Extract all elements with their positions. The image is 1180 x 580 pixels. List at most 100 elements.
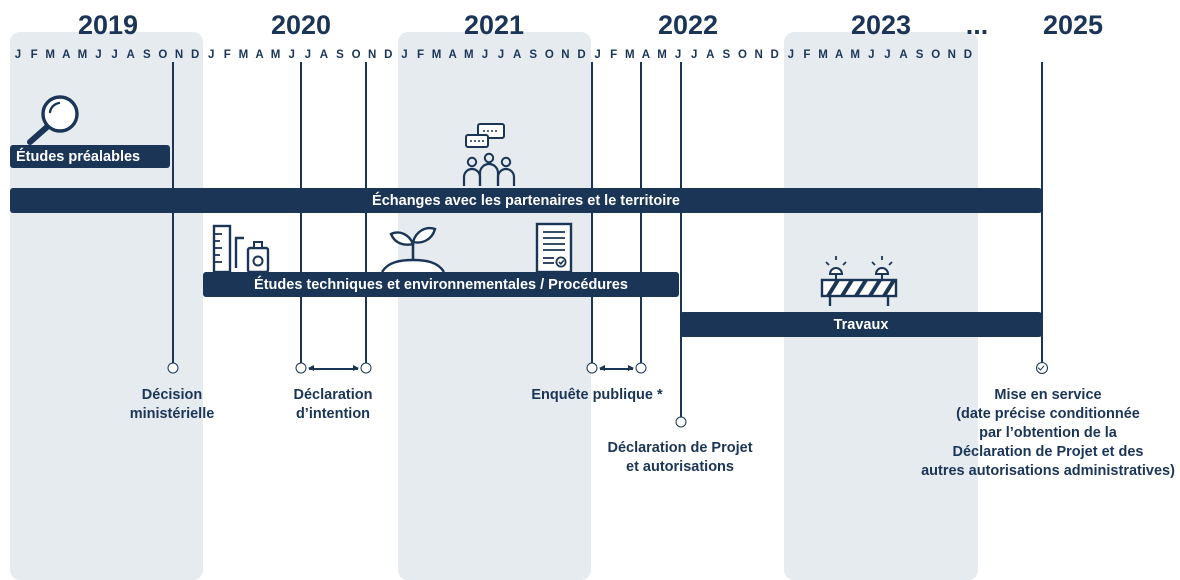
month-letter: J bbox=[304, 49, 311, 61]
year-label-2019: 2019 bbox=[77, 10, 139, 40]
month-letter: O bbox=[738, 49, 747, 61]
year-label-2023: 2023 bbox=[850, 10, 912, 40]
month-letter: A bbox=[641, 49, 651, 61]
milestone-line-declaration-projet bbox=[680, 62, 682, 421]
month-letter: S bbox=[529, 49, 538, 61]
month-letter: J bbox=[481, 49, 489, 61]
month-letter: F bbox=[803, 49, 811, 61]
month-letter: A bbox=[834, 49, 844, 61]
month-letter: D bbox=[577, 49, 586, 61]
ruler-device-icon bbox=[212, 224, 270, 274]
label-enquete-publique: Enquête publique * bbox=[531, 387, 663, 403]
month-letter: J bbox=[497, 49, 505, 61]
month-letter: A bbox=[62, 49, 71, 61]
magnifier-icon bbox=[27, 95, 79, 145]
month-letter: M bbox=[625, 49, 635, 61]
milestone-node-enquete-start bbox=[586, 362, 598, 374]
milestone-node-decision bbox=[167, 362, 179, 374]
month-letter: N bbox=[754, 49, 763, 61]
month-letter: M bbox=[77, 49, 88, 61]
month-letter: O bbox=[931, 49, 941, 61]
document-icon bbox=[535, 222, 573, 274]
month-letter: J bbox=[111, 49, 118, 61]
month-letter: A bbox=[319, 49, 329, 61]
month-letter: J bbox=[14, 49, 22, 61]
bar-etudes-prealables: Études préalables bbox=[10, 145, 170, 168]
year-band-2019 bbox=[10, 32, 203, 580]
milestone-node-intention-start bbox=[295, 362, 307, 374]
month-letter: M bbox=[850, 49, 860, 61]
month-letter: J bbox=[401, 49, 408, 61]
year-band-2021 bbox=[398, 32, 591, 580]
milestone-line-intention-end bbox=[365, 62, 367, 368]
month-letter: S bbox=[336, 49, 344, 61]
milestone-line-intention-start bbox=[300, 62, 302, 368]
month-letter: A bbox=[899, 49, 908, 61]
sprout-icon bbox=[380, 227, 446, 273]
month-letter: J bbox=[207, 49, 215, 61]
milestone-node-intention-end bbox=[360, 362, 372, 374]
month-letter: J bbox=[884, 49, 891, 61]
month-letter: M bbox=[657, 49, 667, 61]
year-band-2023 bbox=[784, 32, 978, 580]
month-letter: M bbox=[818, 49, 828, 61]
milestone-line-decision bbox=[172, 62, 174, 368]
month-letter: O bbox=[351, 49, 361, 61]
month-letter: S bbox=[142, 49, 151, 61]
month-letter: D bbox=[963, 49, 973, 61]
month-letter: A bbox=[126, 49, 135, 61]
milestone-line-mise-en-service bbox=[1041, 62, 1043, 368]
month-letter: M bbox=[270, 49, 281, 61]
month-letter: M bbox=[431, 49, 442, 61]
month-letter: S bbox=[915, 49, 924, 61]
month-letter: J bbox=[868, 49, 875, 61]
label-declaration-projet: Déclaration de Projet et autorisations bbox=[607, 440, 753, 475]
month-letter: A bbox=[255, 49, 264, 61]
year-label-2020: 2020 bbox=[270, 10, 332, 40]
month-letter: F bbox=[30, 49, 38, 61]
enquete-range-arrow bbox=[599, 365, 634, 371]
month-letter: N bbox=[947, 49, 956, 61]
month-letter: J bbox=[288, 49, 295, 61]
label-decision: Décision ministérielle bbox=[129, 387, 215, 422]
year-label-2022: 2022 bbox=[657, 10, 719, 40]
month-letter: F bbox=[223, 49, 231, 61]
milestone-node-declaration-projet bbox=[675, 416, 687, 428]
month-letter: A bbox=[448, 49, 457, 61]
bar-travaux: Travaux bbox=[680, 312, 1042, 337]
milestone-node-mise-en-service bbox=[1036, 362, 1048, 374]
month-letter: M bbox=[238, 49, 249, 61]
month-letter: J bbox=[95, 49, 102, 61]
month-letter: F bbox=[610, 49, 618, 61]
label-declaration-intention: Déclaration d’intention bbox=[293, 387, 373, 422]
year-label-2025: 2025 bbox=[1042, 10, 1104, 40]
month-letter: S bbox=[722, 49, 731, 61]
month-letter: D bbox=[190, 49, 200, 61]
month-letter: J bbox=[690, 49, 698, 61]
month-letter: N bbox=[368, 49, 377, 61]
month-letter: A bbox=[512, 49, 522, 61]
intention-range-arrow bbox=[308, 365, 359, 371]
bar-etudes-techniques: Études techniques et environnementales /… bbox=[203, 272, 679, 297]
label-mise-en-service: Mise en service (date précise conditionn… bbox=[921, 387, 1175, 479]
month-letter: D bbox=[770, 49, 779, 61]
month-letter: N bbox=[561, 49, 570, 61]
month-letter: D bbox=[384, 49, 393, 61]
month-letter: M bbox=[464, 49, 474, 61]
month-letter: O bbox=[544, 49, 554, 61]
month-letter: O bbox=[158, 49, 168, 61]
people-chat-icon bbox=[462, 123, 516, 186]
road-barrier-icon bbox=[820, 256, 898, 306]
month-letter: A bbox=[706, 49, 715, 61]
month-letter: J bbox=[594, 49, 601, 61]
month-letter: F bbox=[416, 49, 425, 61]
bar-echanges: Échanges avec les partenaires et le terr… bbox=[10, 188, 1042, 213]
month-letter: J bbox=[787, 49, 794, 61]
year-label-ellipsis: ... bbox=[965, 10, 989, 40]
month-letter: M bbox=[45, 49, 55, 61]
milestone-line-enquete-end bbox=[640, 62, 642, 368]
milestone-node-enquete-end bbox=[635, 362, 647, 374]
year-label-2021: 2021 bbox=[463, 10, 525, 40]
month-letter: J bbox=[674, 49, 682, 61]
